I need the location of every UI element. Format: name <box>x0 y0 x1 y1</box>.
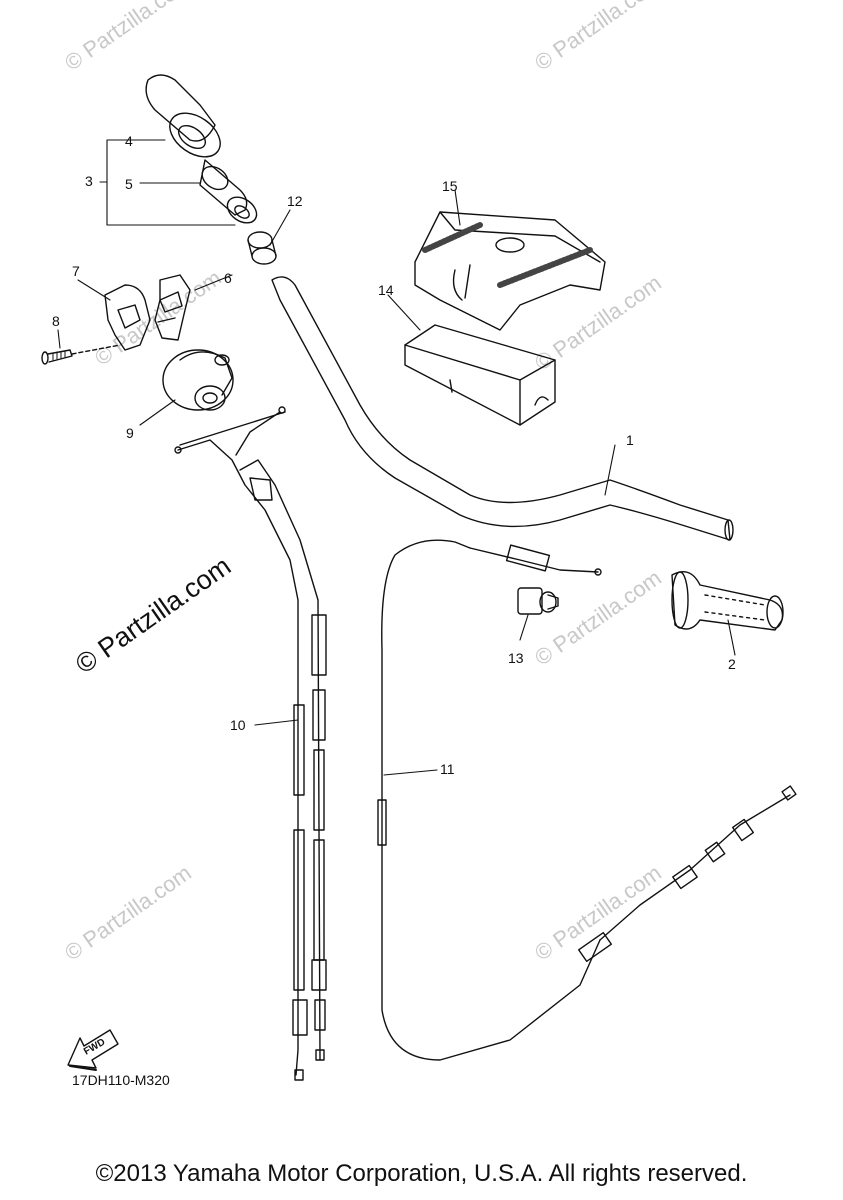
right-grip <box>671 571 784 631</box>
callout-1: 1 <box>626 432 634 448</box>
diagram-code: 17DH110-M320 <box>72 1072 170 1088</box>
callout-12: 12 <box>287 193 303 209</box>
handlebar-pad <box>404 324 556 426</box>
copyright-text: ©2013 Yamaha Motor Corporation, U.S.A. A… <box>95 1160 748 1187</box>
handlebar <box>271 276 734 541</box>
screw <box>41 344 121 365</box>
callout-3: 3 <box>85 173 93 189</box>
throttle-housing <box>162 349 234 411</box>
callout-10: 10 <box>230 717 246 733</box>
throttle-housing-upper <box>104 284 151 351</box>
callout-5: 5 <box>125 176 133 192</box>
callout-2: 2 <box>728 656 736 672</box>
clutch-cable <box>377 539 797 1061</box>
callout-4: 4 <box>125 133 133 149</box>
callout-14: 14 <box>378 282 394 298</box>
callout-9: 9 <box>126 425 134 441</box>
throttle-housing-lower <box>154 274 191 341</box>
cable-adjuster <box>517 587 559 615</box>
collar <box>247 231 277 265</box>
callout-7: 7 <box>72 263 80 279</box>
throttle-cables <box>174 406 327 1081</box>
callout-6: 6 <box>224 270 232 286</box>
callout-11: 11 <box>440 761 455 777</box>
callout-8: 8 <box>52 313 60 329</box>
handlebar-pad-cover <box>414 211 606 331</box>
callout-13: 13 <box>508 650 524 666</box>
left-grip-assembly <box>145 74 258 224</box>
forward-arrow-icon <box>67 1029 119 1071</box>
callout-15: 15 <box>442 178 458 194</box>
